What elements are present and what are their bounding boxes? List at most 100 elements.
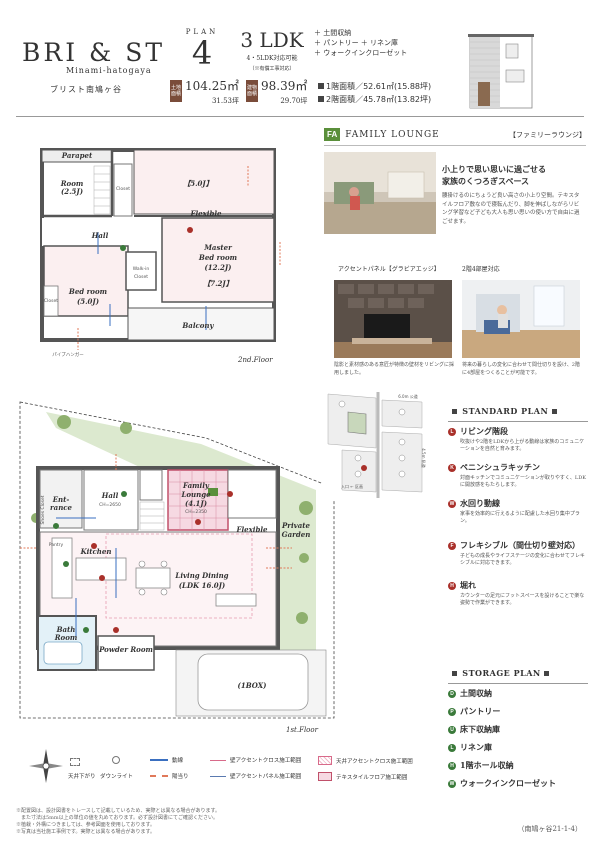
legend-dot-label: 天井下がり [68, 774, 96, 780]
label-entrance: Ent- [52, 495, 70, 504]
badge-w-icon [120, 245, 126, 251]
badge-w-icon [113, 627, 119, 633]
building-area-tsubo: 29.70坪 [280, 97, 308, 105]
storage-item-title: 1階ホール収納 [460, 760, 514, 770]
footnote: ※配置図は、設計図書をトレースして記載しているため、実際とは異なる場合があります… [16, 808, 220, 814]
storage-item-title: 土間収納 [460, 688, 492, 698]
label-master-size: (12.2J) [205, 263, 232, 272]
photo2-text: 将来の暮らしの変化に合わせて間仕切りを設け、2階に4部屋をつくることが可能です。 [462, 362, 580, 376]
storage-item-title: リネン庫 [460, 742, 492, 752]
wall-panel-line-icon [210, 775, 226, 777]
legend-sun: 陽当り [150, 772, 189, 780]
badge-icon: W [448, 499, 456, 508]
label-bed: Bed room [68, 287, 107, 296]
square-bullet-icon [318, 96, 324, 102]
site-label-road1: 6.0m 公道 [398, 393, 418, 399]
badge-l-icon [83, 627, 89, 633]
legend-wall1-label: 壁アクセントクロス施工範囲 [230, 758, 302, 764]
badge-p-icon [63, 561, 69, 567]
label-lounge: Lounge [180, 490, 211, 499]
standard-item-title: 堀れ [460, 580, 476, 590]
legend-ceil-label: 天井アクセントクロス施工範囲 [336, 758, 413, 765]
floor1-label: 1st.Floor [286, 726, 318, 734]
standard-plan-title: STANDARD PLAN [462, 406, 549, 416]
square-bullet-icon [551, 409, 557, 414]
standard-item-title: 水回り動線 [460, 498, 500, 508]
floor-areas: 1階面積／52.61㎡(15.88坪) 2階面積／45.78㎡(13.82坪) [318, 80, 431, 106]
badge-d-icon [53, 523, 59, 529]
label-family: Family [182, 481, 210, 490]
land-area-tsubo: 31.53坪 [211, 97, 239, 105]
label-master: Master [203, 243, 233, 252]
layout-type: 3 LDK 4・5LDK対応可能 （※有償工事対応） [236, 28, 308, 72]
photo1-caption: アクセントパネル【グラビアエッジ】 [338, 266, 440, 273]
badge-f-icon [187, 227, 193, 233]
brand-subtitle: Minami-hatogaya [66, 66, 152, 75]
badge-icon: U [448, 725, 456, 734]
footnote: ※写真は当社施工事例です。実際とは異なる場合があります。 [16, 829, 156, 835]
standard-plan-heading: STANDARD PLAN [452, 406, 559, 416]
document-code: （南鳩ヶ谷21-1-4） [517, 825, 582, 833]
legend-tex-label: テキスタイルフロア施工範囲 [336, 774, 408, 781]
land-area-value: 104.25㎡ 31.53坪 [185, 80, 239, 107]
site-map-drawing: 6.0m 公道 入口 ← 区画 4.5m 私道 [322, 388, 432, 500]
fa-badge: FA [324, 128, 341, 141]
feature-item: ＋ ウォークインクローゼット [314, 49, 408, 57]
label-7j: 【7.2J】 [203, 279, 233, 288]
floor1-area: 1階面積／52.61㎡(15.88坪) [326, 82, 432, 91]
badge-icon: W [448, 779, 456, 788]
badge-k-icon [99, 575, 105, 581]
legend-flow-label: 動線 [172, 758, 184, 764]
label-master2: Bed room [198, 253, 237, 262]
label-flexible1: Flexible [236, 525, 268, 534]
badge-icon: H [448, 761, 456, 770]
label-garden: Garden [282, 530, 311, 539]
legend-ceiling-drop-label: 天井下がり [68, 772, 96, 780]
ceiling-cross-icon [318, 756, 332, 765]
accent-panel-photo [334, 280, 452, 358]
badge-icon: K [448, 463, 456, 472]
sun-arrow-icon [150, 775, 168, 777]
land-area-sqm: 104.25㎡ [185, 79, 239, 93]
storage-plan-divider [448, 683, 588, 684]
fa-heading-line2: 家族のくつろぎスペース [442, 176, 530, 186]
legend-sun-label: 陽当り [172, 774, 189, 780]
fa-heading: 小上りで思い思いに過ごせる 家族のくつろぎスペース [442, 163, 546, 187]
label-walkin2: Closet [134, 274, 148, 280]
storage-plan-title: STORAGE PLAN [462, 668, 541, 678]
legend-ceiling-cross: 天井アクセントクロス施工範囲 [318, 756, 413, 765]
footnote: また寸法は5mm以上の単位の値を丸めております。必ず設計図書にてご確認ください。 [16, 815, 219, 821]
standard-item-desc: カウンターの足元にフットスペースを設けることで楽な姿勢で作業ができます。 [460, 593, 585, 606]
standard-item-desc: 対面キッチンでコミュニケーションが取りやすく、LDKに開放感をもたらします。 [460, 475, 586, 488]
legend-flow: 動線 [150, 756, 183, 764]
standard-item-title: フレキシブル（間仕切り壁対応） [460, 540, 580, 550]
header-divider [16, 116, 584, 117]
brand-japanese: ブリスト南鳩ヶ谷 [50, 85, 122, 94]
floor1-drawing: Ent- rance Shoes Closet Hall CH=2650 Fam… [19, 401, 335, 719]
legend-downlight-label: ダウンライト [100, 772, 133, 780]
label-closet2: Closet [44, 298, 58, 304]
photo1-text: 陰影と素材感のある意匠が特徴の壁材をリビングに採用しました。 [334, 362, 455, 376]
fa-mini-badge [208, 488, 218, 496]
badge-icon: D [448, 689, 456, 698]
land-area-tag: 土地面積 [170, 80, 182, 102]
fa-title: FAMILY LOUNGE [345, 129, 440, 140]
square-bullet-icon [318, 83, 324, 89]
label-pantry: Pantry [49, 542, 64, 548]
textile-floor-icon [318, 772, 332, 781]
wall-cross-line-icon [210, 759, 226, 761]
floor2-area: 2階面積／45.78㎡(13.82坪) [326, 95, 432, 104]
standard-item-desc: 子どもの成長やライフステージの変化に合わせてフレキシブルに対応できます。 [460, 553, 585, 566]
label-pipe: パイプハンガー [52, 351, 84, 358]
floor2-label: 2nd.Floor [238, 356, 273, 364]
legend-ceiling-drop [70, 758, 83, 766]
badge-f-icon [195, 519, 201, 525]
label-hall-size: CH=2650 [99, 502, 121, 508]
building-area-tag: 建物面積 [246, 80, 258, 102]
label-5j: 【5.0J】 [183, 179, 213, 188]
feature-list: ＋ 土間収納 ＋ パントリー ＋ リネン庫 ＋ ウォークインクローゼット [314, 28, 407, 58]
family-lounge-header: FA FAMILY LOUNGE 【ファミリーラウンジ】 [324, 128, 586, 141]
